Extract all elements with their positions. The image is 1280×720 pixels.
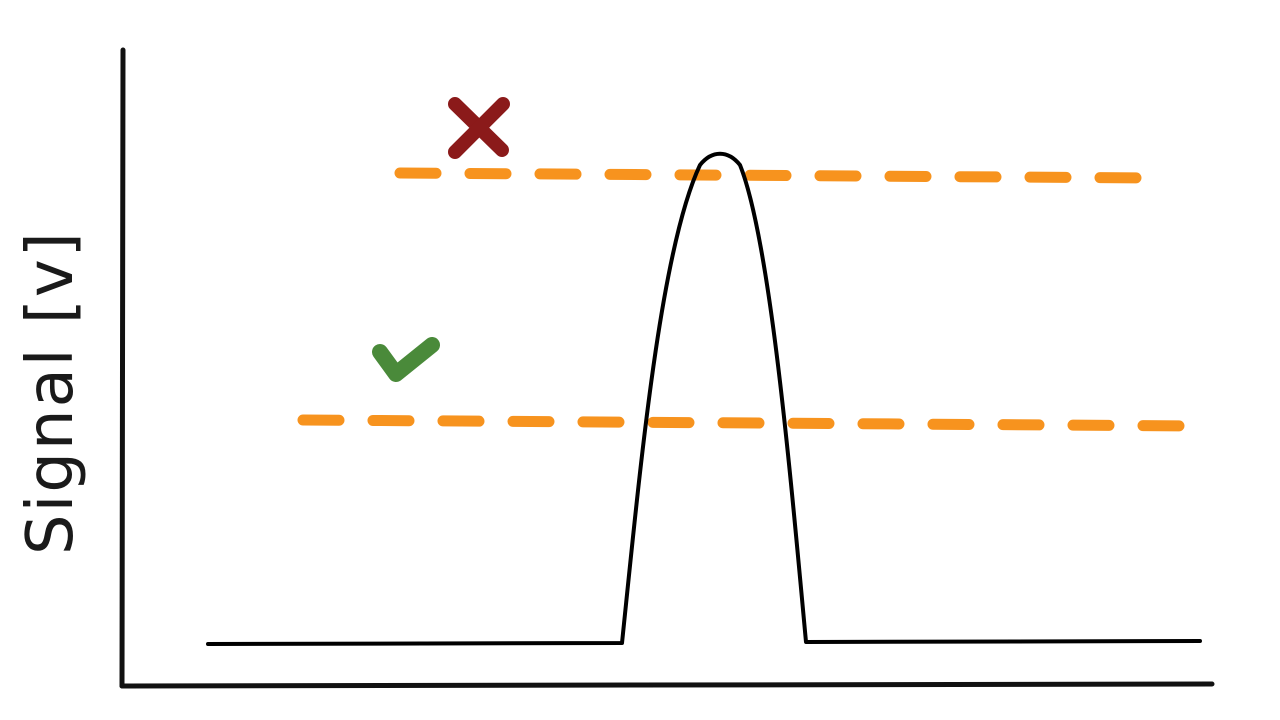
high-threshold-line xyxy=(394,167,1164,184)
check-icon xyxy=(372,337,440,382)
cross-icon xyxy=(448,97,510,159)
x-axis xyxy=(119,681,1215,689)
low-threshold-line xyxy=(297,414,1206,432)
signal-pulse xyxy=(206,151,1202,646)
y-axis-label: Signal [v] xyxy=(14,230,88,555)
y-axis xyxy=(119,47,126,689)
